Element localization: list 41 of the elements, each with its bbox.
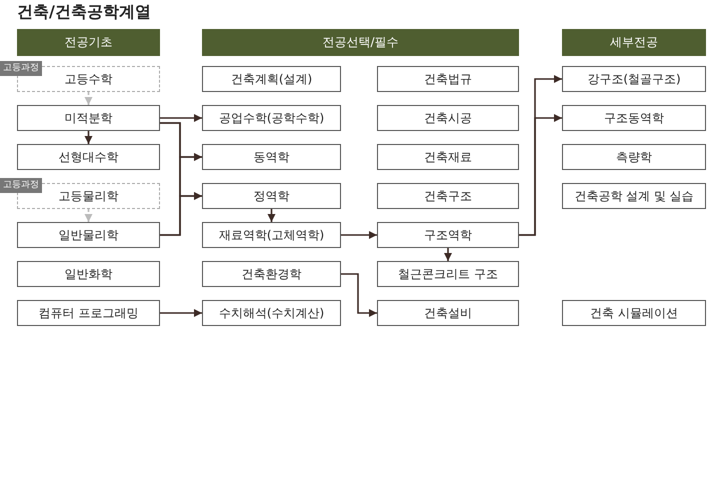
level-tag: 고등과정: [0, 61, 42, 76]
arrow: [160, 192, 202, 236]
course-box: 구조동역학: [562, 105, 706, 131]
course-box: 철근콘크리트 구조: [377, 261, 519, 287]
arrow: [519, 114, 562, 236]
course-box: 재료역학(고체역학): [202, 222, 341, 248]
course-box: 건축 시뮬레이션: [562, 300, 706, 326]
course-box: 건축구조: [377, 183, 519, 209]
diagram-title: 건축/건축공학계열: [17, 2, 151, 23]
arrow: [160, 309, 202, 317]
arrow: [84, 209, 92, 222]
column-header: 전공기초: [17, 29, 160, 56]
course-box: 미적분학: [17, 105, 160, 131]
arrow: [84, 92, 92, 105]
arrow: [160, 114, 202, 122]
course-box: 컴퓨터 프로그래밍: [17, 300, 160, 326]
course-box: 건축시공: [377, 105, 519, 131]
course-box: 건축재료: [377, 144, 519, 170]
level-tag: 고등과정: [0, 178, 42, 193]
arrow: [84, 131, 92, 144]
course-box: 수치해석(수치계산): [202, 300, 341, 326]
course-box: 건축환경학: [202, 261, 341, 287]
course-box: 건축설비: [377, 300, 519, 326]
course-box: 측량학: [562, 144, 706, 170]
course-box: 동역학: [202, 144, 341, 170]
course-box: 건축공학 설계 및 실습: [562, 183, 706, 209]
course-box: 건축법규: [377, 66, 519, 92]
course-box: 일반화학: [17, 261, 160, 287]
course-box: 구조역학: [377, 222, 519, 248]
course-box: 공업수학(공학수학): [202, 105, 341, 131]
course-box: 일반물리학: [17, 222, 160, 248]
course-box: 선형대수학: [17, 144, 160, 170]
course-box: 정역학: [202, 183, 341, 209]
column-header: 전공선택/필수: [202, 29, 519, 56]
arrow: [341, 231, 377, 239]
arrow: [341, 273, 377, 317]
column-header: 세부전공: [562, 29, 706, 56]
course-box: 건축계획(설계): [202, 66, 341, 92]
arrow: [444, 248, 452, 261]
arrow: [268, 209, 276, 222]
course-box: 강구조(철골구조): [562, 66, 706, 92]
